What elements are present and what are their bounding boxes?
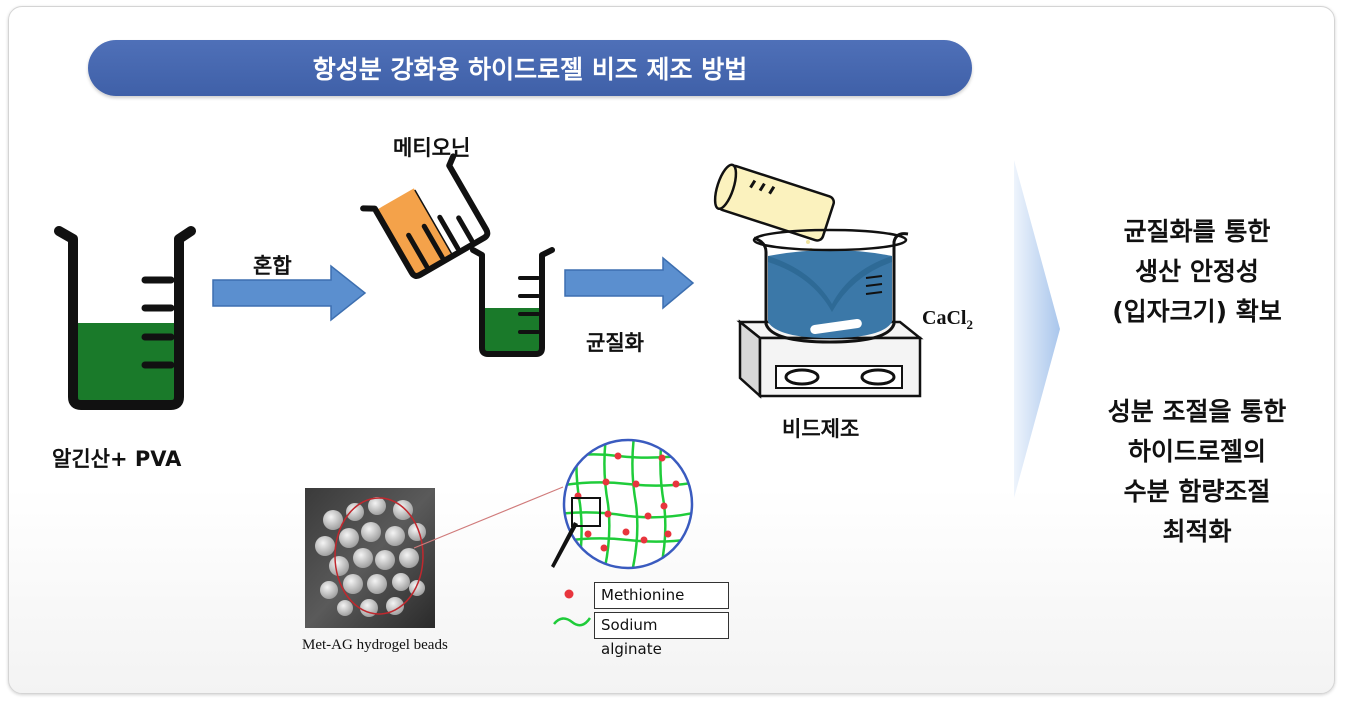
cacl2-label: CaCl2 [922,307,973,332]
result-line: 하이드로젤의 [1127,437,1266,466]
result-line: 균질화를 통한 [1123,217,1271,246]
photo-caption: Met-AG hydrogel beads [302,637,448,653]
title-banner: 항성분 강화용 하이드로젤 비즈 제조 방법 [88,40,972,96]
small-beaker-icon [470,247,555,357]
arrow-right-icon [564,256,695,310]
methionine-label: 메티오닌 [393,136,471,160]
tilted-orange-beaker-icon [360,153,491,279]
hotplate-beaker-icon [736,228,924,399]
page-title: 항성분 강화용 하이드로젤 비즈 제조 방법 [312,55,748,84]
polymer-network-icon [562,438,694,570]
homogenize-label: 균질화 [586,331,644,355]
result-block-2: 성분 조절을 통한 하이드로젤의 수분 함량조절 최적화 [1062,392,1332,552]
result-line: (입자크기) 확보 [1112,297,1282,326]
mix-step-label: 혼합 [253,254,292,278]
result-line: 생산 안정성 [1135,257,1259,286]
beaker-label: 알긴산+ PVA [52,447,182,471]
chevron-right-icon [1014,160,1060,498]
large-beaker-icon [54,226,196,410]
methionine-dot-icon [564,589,574,599]
pointer-wedge-icon [551,522,578,568]
hydrogel-beads-photo [305,488,435,628]
result-line: 수분 함량조절 [1123,477,1271,506]
alginate-strand-icon [553,617,592,627]
bead-making-label: 비드제조 [782,417,860,441]
result-block-1: 균질화를 통한 생산 안정성 (입자크기) 확보 [1062,212,1332,332]
legend-alginate: Sodium alginate [594,612,729,658]
diagram-frame [8,6,1335,694]
legend-methionine: Methionine [594,582,729,609]
arrow-right-icon [212,264,367,322]
result-line: 최적화 [1162,517,1232,546]
result-line: 성분 조절을 통한 [1107,397,1287,426]
